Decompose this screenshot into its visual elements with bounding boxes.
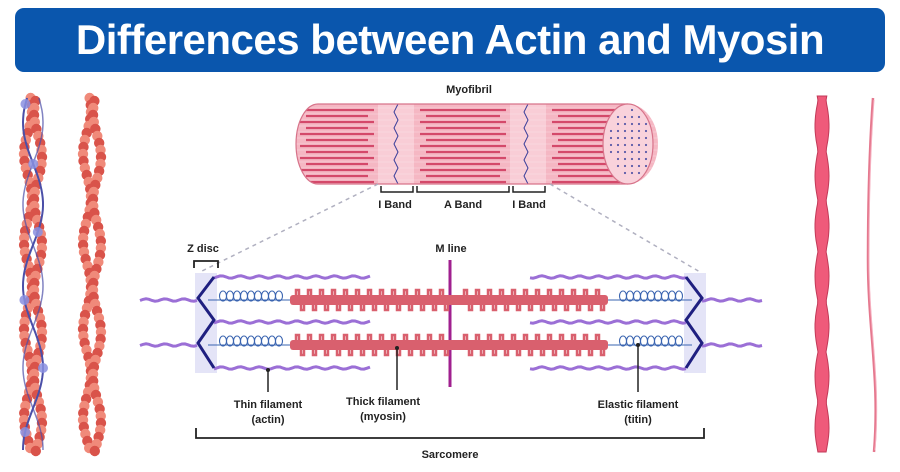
myofibril-illustration (295, 103, 658, 185)
thin-filament-label: Thin filament (234, 399, 303, 411)
elastic-filament-sublabel: (titin) (624, 414, 652, 426)
i-band-left-label: I Band (378, 199, 412, 211)
actin-with-tropomyosin-illustration (18, 92, 48, 457)
z-disc-left (196, 276, 216, 369)
pointer-lines (267, 345, 639, 392)
m-line-label: M line (435, 243, 466, 255)
page-title: Differences between Actin and Myosin (75, 16, 825, 63)
z-disc-bracket (193, 260, 219, 268)
sarcomere-bracket (195, 428, 705, 439)
title-banner: Differences between Actin and Myosin (15, 8, 885, 72)
actin-filament-illustration (77, 92, 107, 457)
i-band-right-label: I Band (512, 199, 546, 211)
thin-filaments (139, 274, 763, 371)
z-disc-label: Z disc (187, 243, 219, 255)
myosin-filament-illustration (814, 95, 830, 453)
zoom-guide-left (199, 183, 379, 273)
thick-filament-sublabel: (myosin) (360, 411, 406, 423)
elastic-filament-label: Elastic filament (598, 399, 679, 411)
titin-coils (208, 290, 692, 347)
zoom-guide-right (549, 183, 701, 273)
myofibril-label: Myofibril (446, 84, 492, 96)
thick-filament-label: Thick filament (346, 396, 420, 408)
thin-filament-sublabel: (actin) (252, 414, 285, 426)
z-disc-right (684, 276, 704, 369)
thick-filaments (290, 288, 608, 357)
band-brackets (380, 186, 546, 193)
a-band-label: A Band (444, 199, 482, 211)
sarcomere-label: Sarcomere (422, 449, 479, 461)
titin-strand-illustration (866, 97, 878, 453)
